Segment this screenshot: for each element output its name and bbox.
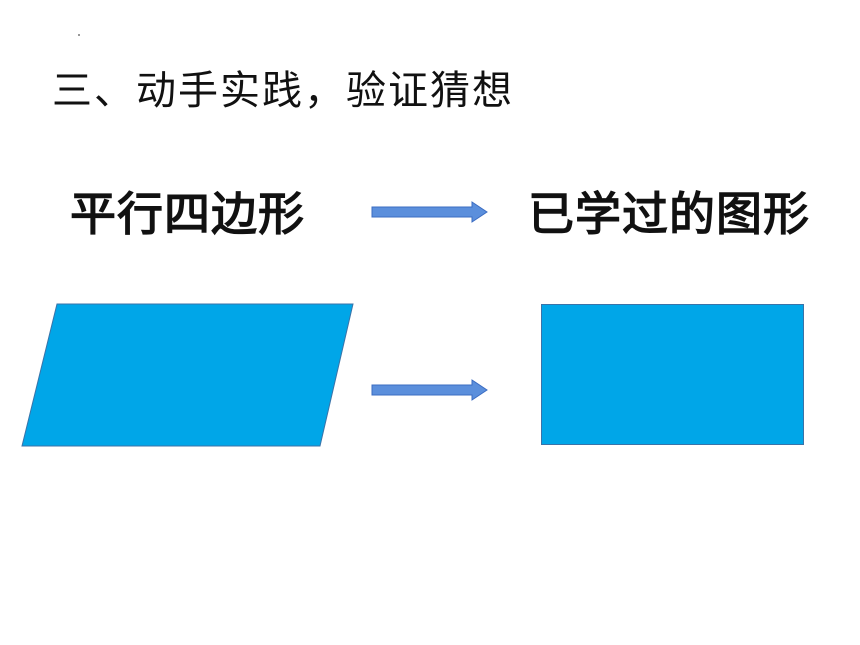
slide-heading: 三、动手实践，验证猜想 (52, 68, 514, 114)
learned-shapes-label: 已学过的图形 (528, 187, 810, 241)
decorative-dot (78, 34, 80, 36)
right-arrow-icon (371, 201, 488, 223)
parallelogram-label: 平行四边形 (70, 187, 305, 241)
rectangle-shape (541, 304, 804, 445)
parallelogram-shape (21, 303, 354, 447)
right-arrow-icon (371, 379, 488, 401)
